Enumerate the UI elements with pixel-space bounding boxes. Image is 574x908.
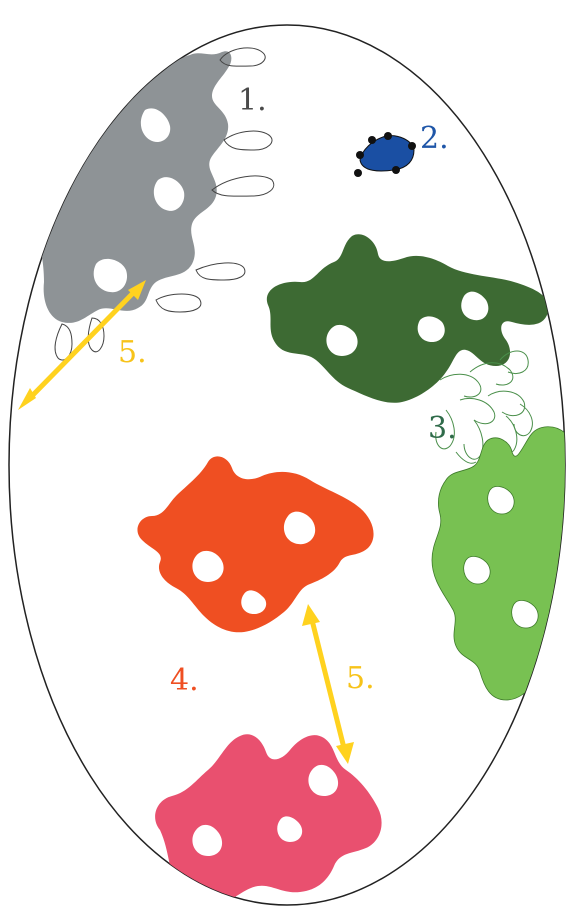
label-4: 4.	[170, 663, 199, 698]
label-2: 2.	[420, 121, 449, 156]
label-5-upper: 5.	[118, 335, 147, 370]
label-3: 3.	[428, 411, 457, 446]
label-5-lower: 5.	[346, 661, 375, 696]
label-1: 1.	[238, 83, 267, 118]
